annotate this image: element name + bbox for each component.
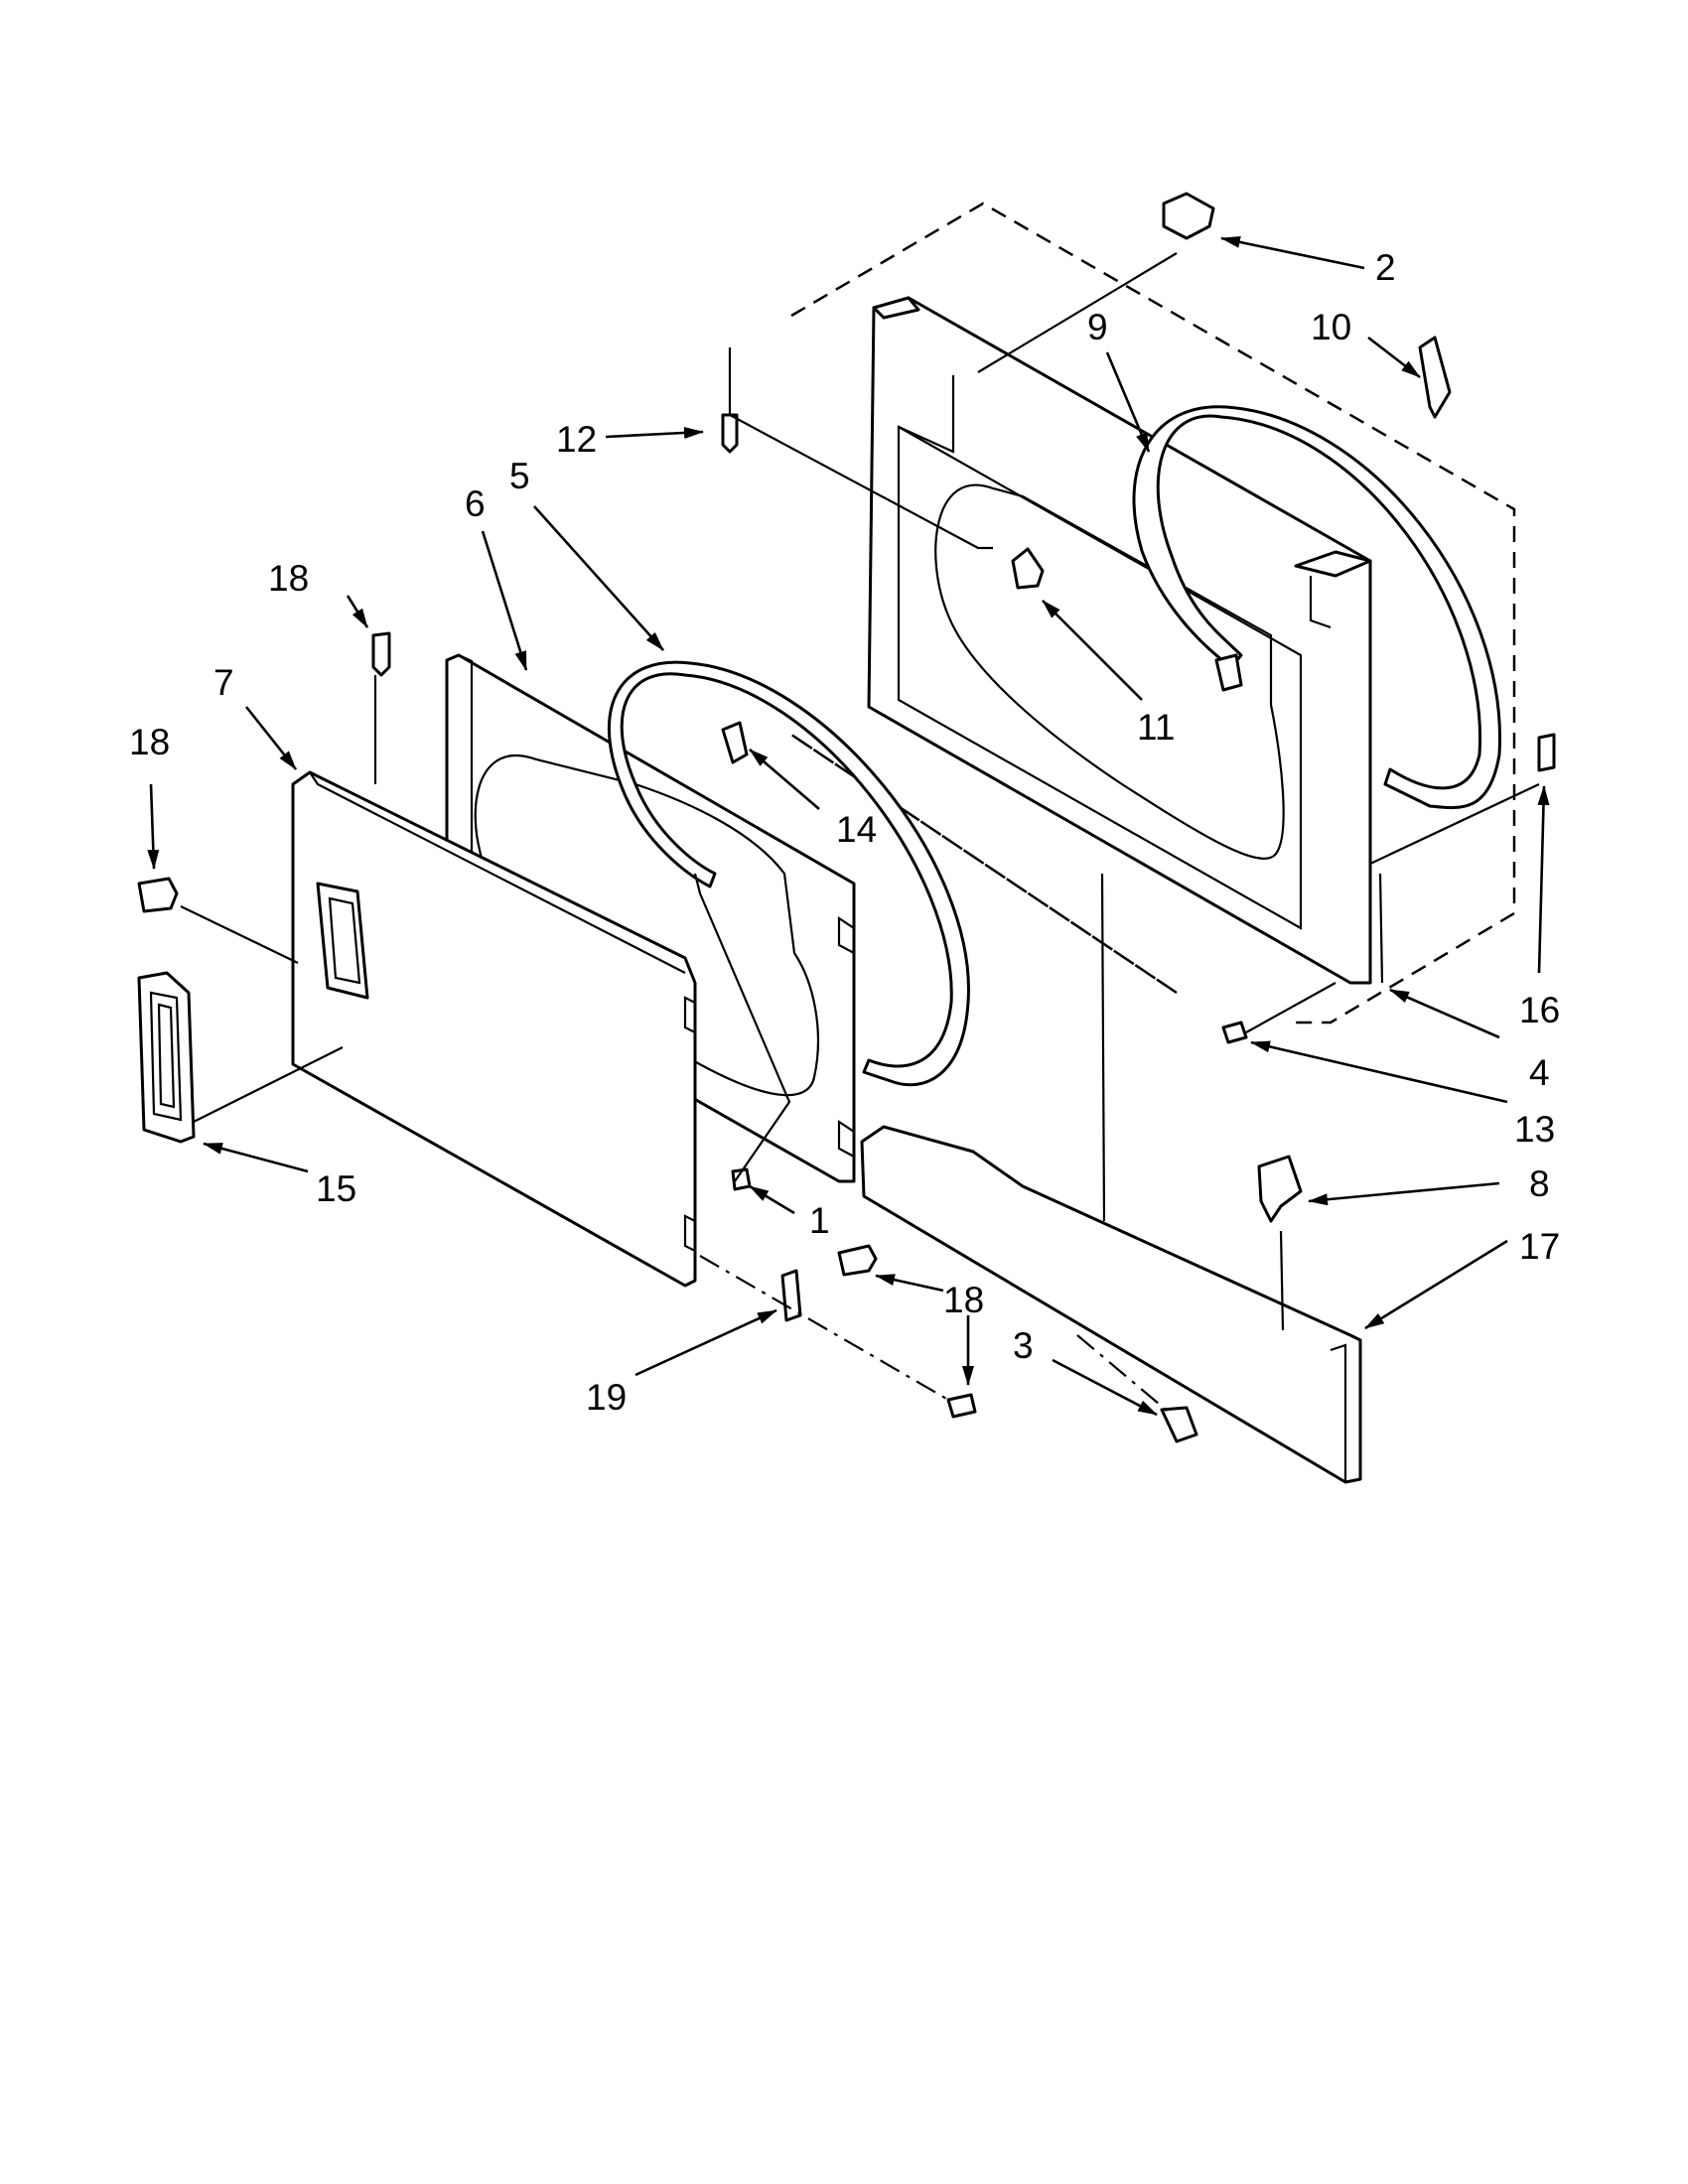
callout-3: 3 — [1013, 1325, 1034, 1366]
part-18-screw-c — [837, 1244, 878, 1277]
part-3-toe-clip — [1160, 1406, 1198, 1443]
part-8-lock-block — [1257, 1155, 1303, 1223]
part-15-door-handle — [137, 971, 196, 1144]
part-19-hinge-plate — [780, 1269, 802, 1322]
part-9-cabinet-front-frame — [867, 296, 1372, 985]
part-7-outer-door-panel — [291, 770, 697, 1288]
callout-14: 14 — [836, 809, 877, 850]
callout-18-left: 18 — [129, 722, 170, 762]
part-2-door-switch — [1162, 192, 1215, 240]
callout-8: 8 — [1529, 1163, 1550, 1204]
callout-13: 13 — [1514, 1109, 1555, 1150]
callout-12: 12 — [556, 419, 597, 460]
part-16-bracket — [1537, 733, 1556, 772]
callout-4: 4 — [1529, 1052, 1550, 1093]
assembly-outline-dashed — [790, 202, 1516, 1024]
part-18-screw-a — [371, 631, 391, 677]
part-12-screw — [721, 413, 739, 454]
assembly-lines — [180, 252, 1540, 1331]
part-14-hinge-block — [721, 721, 749, 764]
part-11-strike-clip — [1011, 547, 1045, 590]
callout-19: 19 — [586, 1377, 627, 1418]
part-17-toe-panel — [860, 1125, 1362, 1484]
callout-9: 9 — [1087, 307, 1108, 347]
callout-18-right: 18 — [943, 1280, 984, 1320]
part-5-door-gasket — [607, 660, 970, 1087]
callout-17: 17 — [1519, 1226, 1560, 1267]
callout-1: 1 — [809, 1200, 830, 1241]
part-10-latch-clip — [1418, 336, 1452, 419]
callout-16: 16 — [1519, 990, 1560, 1030]
part-4-gasket-ring — [1132, 405, 1501, 810]
leader-arrows — [147, 236, 1550, 1417]
part-18-screw-d — [946, 1393, 977, 1419]
callout-15: 15 — [316, 1168, 356, 1209]
callout-10: 10 — [1311, 307, 1351, 347]
callout-18-top: 18 — [268, 558, 309, 599]
callout-6: 6 — [465, 483, 486, 524]
callout-7: 7 — [213, 662, 234, 703]
part-13-screw — [1221, 1021, 1248, 1044]
callout-5: 5 — [509, 456, 530, 496]
callout-11: 11 — [1137, 707, 1175, 748]
callout-2: 2 — [1375, 247, 1396, 288]
part-18-screw-b — [137, 877, 179, 913]
